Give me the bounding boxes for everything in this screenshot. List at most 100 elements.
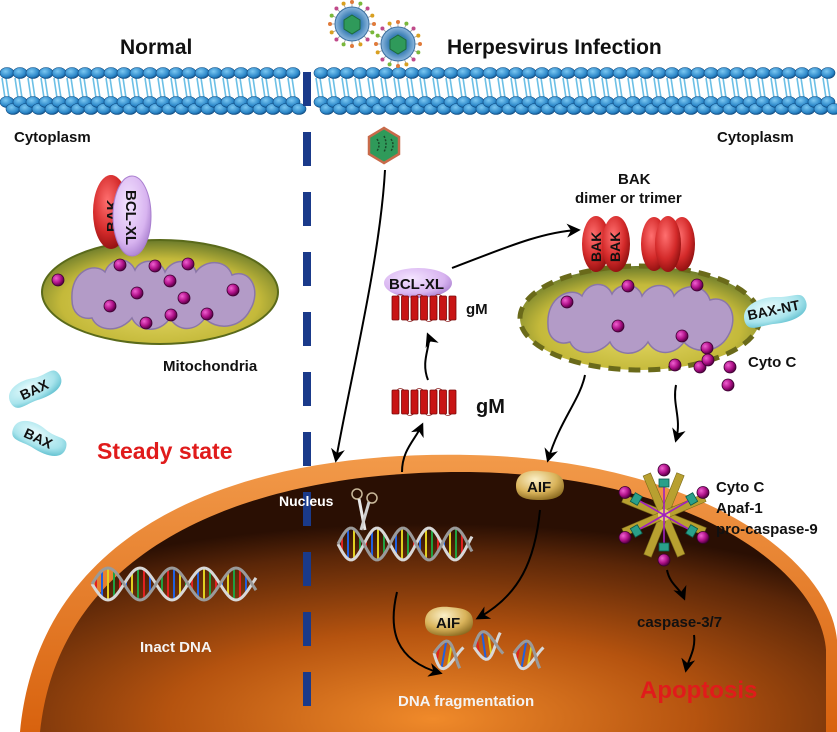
cytoplasm-label-left: Cytoplasm	[14, 129, 91, 146]
lipid-head	[0, 67, 15, 79]
gm-label: gM	[476, 396, 505, 418]
virus-spike	[334, 6, 339, 11]
viral-capsid-icon	[367, 126, 401, 165]
virus-spike	[416, 33, 421, 38]
apoptosis-label: Apoptosis	[640, 677, 757, 704]
cytochrome-c-dot	[721, 378, 735, 392]
cytochrome-c-dot	[701, 353, 715, 367]
dna-strand	[90, 566, 258, 602]
cytochrome-c-dot	[723, 360, 737, 374]
dna-strand	[432, 639, 462, 669]
inact-dna-label: Inact DNA	[140, 639, 212, 656]
lipid-head	[456, 67, 472, 79]
lipid-head	[339, 67, 355, 79]
cytochrome-c-dot	[226, 283, 240, 297]
cytochrome-c-dot	[668, 358, 682, 372]
virus-spike	[350, 44, 354, 48]
dna-double-helix-cleaved	[336, 526, 474, 562]
steady-state-label: Steady state	[97, 438, 233, 464]
dna-strand	[90, 566, 258, 602]
cell-membrane-right	[313, 67, 837, 115]
virus-particle-icon	[328, 0, 376, 48]
lipid-head	[508, 67, 524, 79]
virus-particle-icon	[374, 20, 422, 68]
dna-strand	[336, 526, 474, 562]
cytochrome-c-dot	[618, 486, 632, 499]
bcl-xl-label: BCL-XL	[389, 276, 444, 293]
lipid-head	[755, 67, 771, 79]
lipid-head	[547, 67, 563, 79]
cytochrome-c-dot	[700, 341, 714, 355]
gm-transmembrane-helix	[410, 295, 419, 321]
gm-transmembrane-helix	[429, 389, 438, 415]
lipid-head	[168, 67, 184, 79]
lipid-head	[207, 67, 223, 79]
cytochrome-c-dot	[621, 279, 635, 293]
cytochrome-c-dot	[148, 259, 162, 273]
cytochrome-c-dot	[618, 531, 632, 544]
lipid-head	[352, 67, 368, 79]
lipid-head	[677, 67, 693, 79]
gm-transmembrane-helix	[439, 389, 447, 415]
dna-strand	[472, 630, 505, 655]
bax-protein: BAX	[12, 420, 67, 456]
lipid-head	[181, 67, 197, 79]
bak-trimer	[641, 216, 695, 272]
lipid-head	[194, 67, 210, 79]
dna-strand	[432, 646, 465, 671]
dna-base-pair	[487, 634, 493, 656]
dna-base-pair	[446, 645, 453, 667]
scissors-icon	[351, 488, 378, 531]
lipid-head	[638, 67, 654, 79]
lipid-head	[391, 67, 407, 79]
virus-spike	[396, 64, 400, 68]
cytochrome-c-dot	[675, 329, 689, 343]
virus-spike	[358, 42, 363, 47]
dna-strand	[472, 631, 502, 661]
gm-transmembrane-helix	[401, 389, 409, 415]
lipid-head	[625, 67, 641, 79]
lipid-head	[116, 67, 132, 79]
bax-nt-protein: BAX-NT	[743, 294, 807, 328]
virus-spike	[404, 21, 409, 26]
dna-fragment	[512, 639, 545, 671]
dna-base-pair	[520, 640, 528, 669]
cell-membrane-left	[0, 67, 307, 115]
lipid-head	[820, 67, 836, 79]
cytochrome-c-dot	[177, 291, 191, 305]
lipid-head	[443, 67, 459, 79]
lipid-head	[313, 67, 329, 79]
apoptosome-label-cyto-c: Cyto C	[716, 479, 765, 496]
cytochrome-c-dot	[657, 553, 671, 567]
lipid-head	[794, 67, 810, 79]
cytochrome-c-dot	[163, 274, 177, 288]
cytochrome-c-dot	[181, 257, 195, 271]
bcl-xl-protein: BCL-XL	[112, 175, 152, 257]
lipid-head	[742, 67, 758, 79]
procaspase-9	[685, 524, 699, 538]
virus-spike	[329, 30, 334, 35]
lipid-head	[90, 67, 106, 79]
dna-fragment	[472, 630, 505, 661]
cytochrome-c-dot	[139, 316, 153, 330]
lipid-head	[25, 67, 41, 79]
bak-label: BAK	[607, 232, 623, 262]
arrow-dna-to-fragments	[392, 591, 443, 677]
cytochrome-c-dot	[51, 273, 65, 287]
virus-spike	[380, 26, 385, 31]
lipid-head	[220, 67, 236, 79]
virus-spike	[365, 6, 370, 11]
aif-protein: AIF	[516, 470, 564, 500]
dna-double-helix-intact	[90, 566, 258, 602]
arrow-aif-into-nucleus	[475, 509, 541, 620]
lipid-head	[690, 67, 706, 79]
arrow-capsid-to-nucleus	[331, 169, 386, 463]
mitochondria-label: Mitochondria	[163, 358, 258, 375]
virus-spike	[418, 42, 422, 46]
cytochrome-c-dot	[696, 531, 710, 544]
bak-oligomer-sublabel: dimer or trimer	[575, 190, 682, 207]
lipid-head	[768, 67, 784, 79]
virus-spike	[387, 21, 392, 26]
cytochrome-c-dot	[693, 360, 707, 374]
